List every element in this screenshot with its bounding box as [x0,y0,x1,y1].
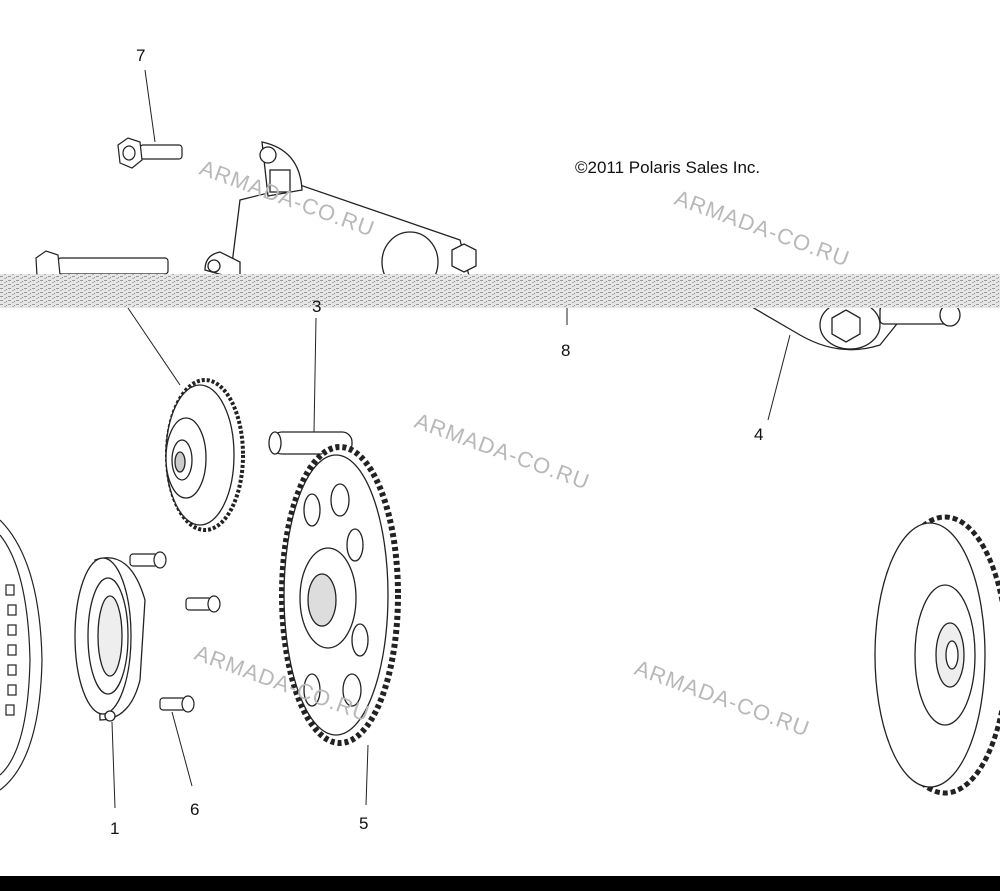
callout-3: 3 [312,297,322,316]
leader-1 [111,721,116,809]
leader-7 [144,69,156,143]
clutch-bolts [129,551,221,713]
leader-5 [365,744,369,806]
copyright-text: ©2011 Polaris Sales Inc. [575,158,761,177]
leader-4 [767,334,791,421]
flywheel-right [874,514,1000,796]
starter-motor [204,141,477,293]
starter-clutch [74,557,146,722]
large-gear [279,444,401,746]
callout-8: 8 [561,341,571,360]
callout-6: 6 [190,800,200,819]
leader-6 [171,711,193,787]
leader-3 [313,317,317,433]
scan-band [0,274,1000,308]
bolt-7 [117,137,183,169]
flywheel-left-partial [0,519,43,791]
idler-gear [165,378,245,532]
starter-motor-end [737,299,961,351]
callout-5: 5 [359,814,369,833]
bottom-bar [0,876,1000,891]
callout-4: 4 [754,425,764,444]
callout-7: 7 [136,46,146,65]
callout-1: 1 [110,819,120,838]
leader-2 [127,307,181,386]
